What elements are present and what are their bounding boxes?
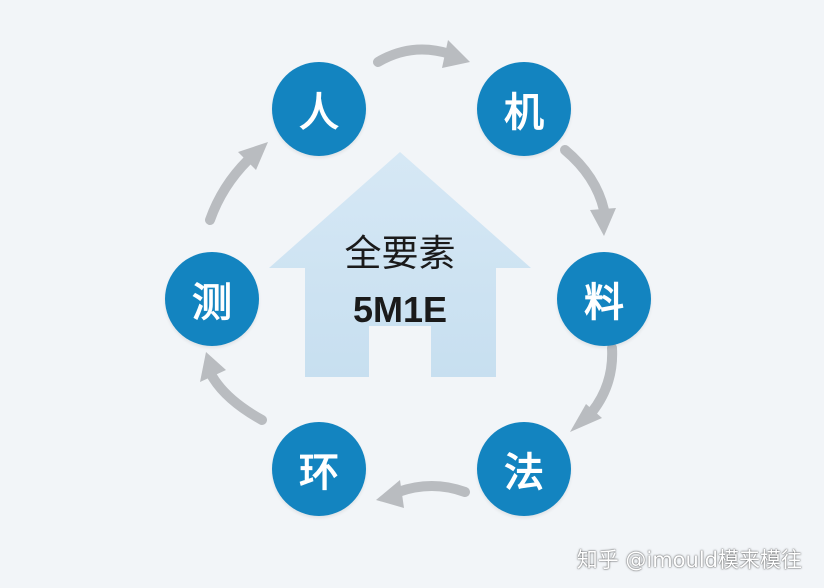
- cycle-arrows: [200, 40, 618, 508]
- arrow-ji-to-liao: [560, 145, 616, 236]
- center-subtitle: 5M1E: [352, 289, 448, 330]
- watermark: 知乎 @imould模来模往: [576, 548, 802, 572]
- node-ji: 机: [477, 62, 571, 156]
- node-fa: 法: [477, 422, 571, 516]
- node-ce: 测: [165, 252, 259, 346]
- arrow-fa-to-huan: [376, 480, 470, 508]
- arrow-huan-to-ce: [200, 352, 267, 425]
- node-liao: 料: [557, 252, 651, 346]
- arrow-liao-to-fa: [570, 343, 618, 432]
- node-ren: 人: [272, 62, 366, 156]
- arrow-ce-to-ren: [205, 142, 268, 225]
- arrow-ren-to-ji: [373, 40, 470, 68]
- node-huan: 环: [272, 422, 366, 516]
- house-shape: [269, 152, 531, 377]
- center-title: 全要素: [344, 232, 456, 275]
